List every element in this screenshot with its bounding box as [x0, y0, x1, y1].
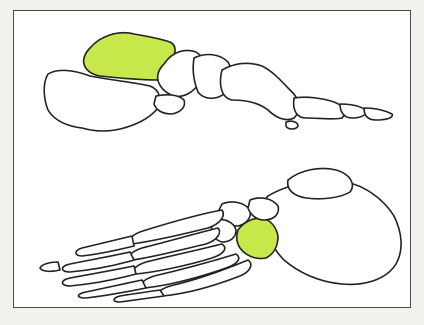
cuboid-lateral	[154, 95, 185, 114]
toe-1-distal-tip	[40, 262, 60, 271]
foot-lateral-view	[44, 33, 392, 131]
phalanx-proximal-lateral	[294, 97, 345, 119]
sesamoid-lateral	[286, 121, 298, 129]
talus-dorsal	[288, 168, 353, 198]
cuboid-dorsal	[248, 198, 278, 220]
foot-dorsal-view	[40, 168, 401, 302]
phalanx-middle-lateral	[340, 104, 366, 118]
metatarsal-lateral	[220, 63, 299, 119]
phalanx-distal-lateral	[364, 108, 392, 120]
